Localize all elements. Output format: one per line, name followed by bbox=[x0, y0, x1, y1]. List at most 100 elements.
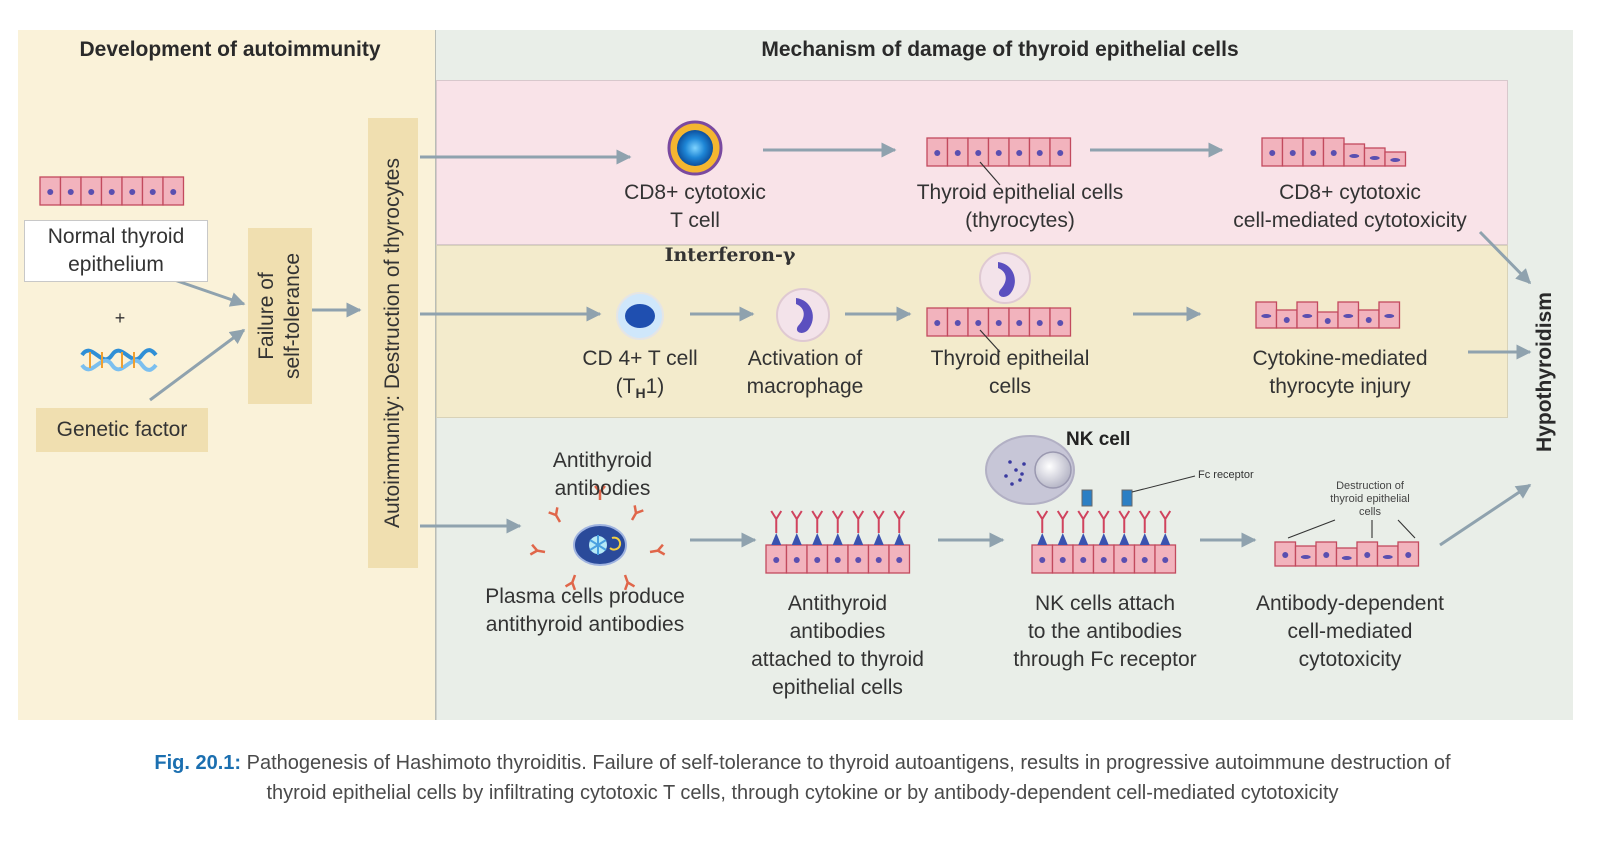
cell-nucleus bbox=[1036, 150, 1043, 156]
antigen-marker bbox=[1139, 533, 1150, 545]
antigen-marker bbox=[894, 533, 905, 545]
cell-nucleus bbox=[1057, 320, 1064, 326]
antibody-icon bbox=[770, 510, 783, 533]
left-header: Development of autoimmunity bbox=[79, 38, 381, 61]
antigen-marker bbox=[1057, 533, 1068, 545]
plus-sign: + bbox=[114, 308, 126, 328]
thyroid-epithelial-cells-graphic bbox=[926, 307, 1072, 337]
antigen-marker bbox=[1119, 533, 1130, 545]
cell-nucleus bbox=[129, 189, 136, 195]
normal-epithelium-graphic bbox=[39, 176, 185, 206]
antigen-marker bbox=[771, 533, 782, 545]
antibody-icon bbox=[1036, 510, 1049, 533]
cell-nucleus bbox=[954, 320, 961, 326]
antibody-icon bbox=[1056, 510, 1069, 533]
cell-nucleus bbox=[108, 189, 115, 195]
genetic-factor-label: Genetic factor bbox=[56, 418, 188, 441]
normal-epithelium-line2: epithelium bbox=[68, 253, 164, 276]
plasma-line2: antithyroid antibodies bbox=[485, 613, 685, 636]
antithyroid-antibodies-label: Antithyroid antibodies bbox=[520, 447, 685, 503]
antigen-marker bbox=[832, 533, 843, 545]
fc-receptor-icons bbox=[1081, 489, 1133, 507]
autoimmunity-panel bbox=[18, 30, 436, 720]
plasma-cells-label: Plasma cells produce antithyroid antibod… bbox=[455, 583, 715, 639]
cell-nucleus bbox=[170, 189, 177, 195]
normal-epithelium-line1: Normal thyroid bbox=[47, 225, 185, 248]
autoimmunity-box bbox=[368, 118, 418, 568]
attached-line2: antibodies bbox=[789, 620, 886, 643]
thyroid-epithelial-line1: Thyroid epitheilal bbox=[930, 347, 1090, 370]
caption-fig-label: Fig. 20.1: bbox=[154, 752, 242, 774]
cell-nucleus bbox=[67, 189, 74, 195]
cd4-line2-post: 1) bbox=[645, 375, 665, 398]
adcc-label: Antibody-dependent cell-mediated cytotox… bbox=[1230, 590, 1470, 674]
cell-nucleus bbox=[896, 557, 903, 563]
nk-attach-line3: through Fc receptor bbox=[1013, 648, 1197, 671]
cd4-line2-pre: (T bbox=[615, 375, 636, 398]
dna-icon bbox=[80, 348, 158, 372]
interferon-label: Interferon-γ bbox=[664, 244, 796, 266]
cell-nucleus bbox=[934, 320, 941, 326]
right-header: Mechanism of damage of thyroid epithelia… bbox=[761, 38, 1239, 61]
macrophage-line2: macrophage bbox=[746, 375, 864, 398]
cell-nucleus bbox=[875, 557, 882, 563]
cell-nucleus bbox=[1059, 557, 1066, 563]
macrophage-line1: Activation of bbox=[747, 347, 863, 370]
macrophage-icon bbox=[776, 288, 830, 342]
attached-antibodies-label: Antithyroid antibodies attached to thyro… bbox=[730, 590, 945, 702]
antibody-icon bbox=[1097, 510, 1110, 533]
cell-nucleus bbox=[814, 557, 821, 563]
antibodies-icons bbox=[529, 485, 666, 591]
cell-nucleus bbox=[995, 320, 1002, 326]
macrophage-label: Activation of macrophage bbox=[725, 345, 885, 401]
adcc-line1: Antibody-dependent bbox=[1256, 592, 1444, 615]
attached-line1: Antithyroid bbox=[787, 592, 888, 615]
cd4-line2: (TH1) bbox=[565, 373, 715, 407]
nk-attach-line1: NK cells attach bbox=[1034, 592, 1176, 615]
attached-line4: epithelial cells bbox=[772, 676, 903, 699]
macrophage-on-epithelium-icon bbox=[979, 252, 1031, 304]
cell-nucleus bbox=[1384, 314, 1395, 318]
antibody-icon bbox=[623, 574, 636, 591]
cell-nucleus bbox=[1016, 150, 1023, 156]
destruction-line1: Destruction of bbox=[1336, 480, 1404, 492]
cell-nucleus bbox=[1405, 552, 1412, 558]
cytokine-injury-line1: Cytokine-mediated bbox=[1252, 347, 1428, 370]
cell-nucleus bbox=[1121, 557, 1128, 563]
antibody-icon bbox=[831, 510, 844, 533]
antibody-coated-epithelium-graphic bbox=[765, 510, 911, 574]
antibody-icon bbox=[790, 510, 803, 533]
antigen-marker bbox=[1037, 533, 1048, 545]
antibody-icon bbox=[893, 510, 906, 533]
damaged-thyrocytes-graphic bbox=[1261, 137, 1407, 167]
cell-nucleus bbox=[855, 557, 862, 563]
antigen-marker bbox=[873, 533, 884, 545]
antibody-icon bbox=[548, 507, 562, 523]
antibody-icon bbox=[1077, 510, 1090, 533]
adcc-line3: cytotoxicity bbox=[1298, 648, 1402, 671]
cell-nucleus bbox=[793, 557, 800, 563]
cytokine-injury-line2: thyrocyte injury bbox=[1269, 375, 1411, 398]
cd8-label: CD8+ cytotoxic T cell bbox=[590, 179, 800, 235]
adcc-line2: cell-mediated bbox=[1287, 620, 1413, 643]
cell-nucleus bbox=[1261, 314, 1272, 318]
cell-nucleus bbox=[88, 189, 95, 195]
antibody-icon bbox=[1138, 510, 1151, 533]
antibody-icon bbox=[1118, 510, 1131, 533]
plasma-cell-icon bbox=[573, 524, 627, 566]
destruction-line2: thyroid epithelial bbox=[1330, 493, 1410, 505]
cell-nucleus bbox=[1141, 557, 1148, 563]
cell-nucleus bbox=[1162, 557, 1169, 563]
antigen-marker bbox=[791, 533, 802, 545]
cell-nucleus bbox=[1080, 557, 1087, 563]
antigen-marker bbox=[812, 533, 823, 545]
cell-nucleus bbox=[1282, 552, 1289, 558]
antibody-icon bbox=[852, 510, 865, 533]
injured-thyrocytes-graphic bbox=[1255, 301, 1401, 329]
cd8-cytotoxicity-label: CD8+ cytotoxic cell-mediated cytotoxicit… bbox=[1205, 179, 1495, 235]
antibody-icon bbox=[1159, 510, 1172, 533]
thyrocytes-label: Thyroid epithelial cells (thyrocytes) bbox=[875, 179, 1165, 235]
thyroid-epithelial-label: Thyroid epitheilal cells bbox=[895, 345, 1125, 401]
antibody-icon bbox=[872, 510, 885, 533]
